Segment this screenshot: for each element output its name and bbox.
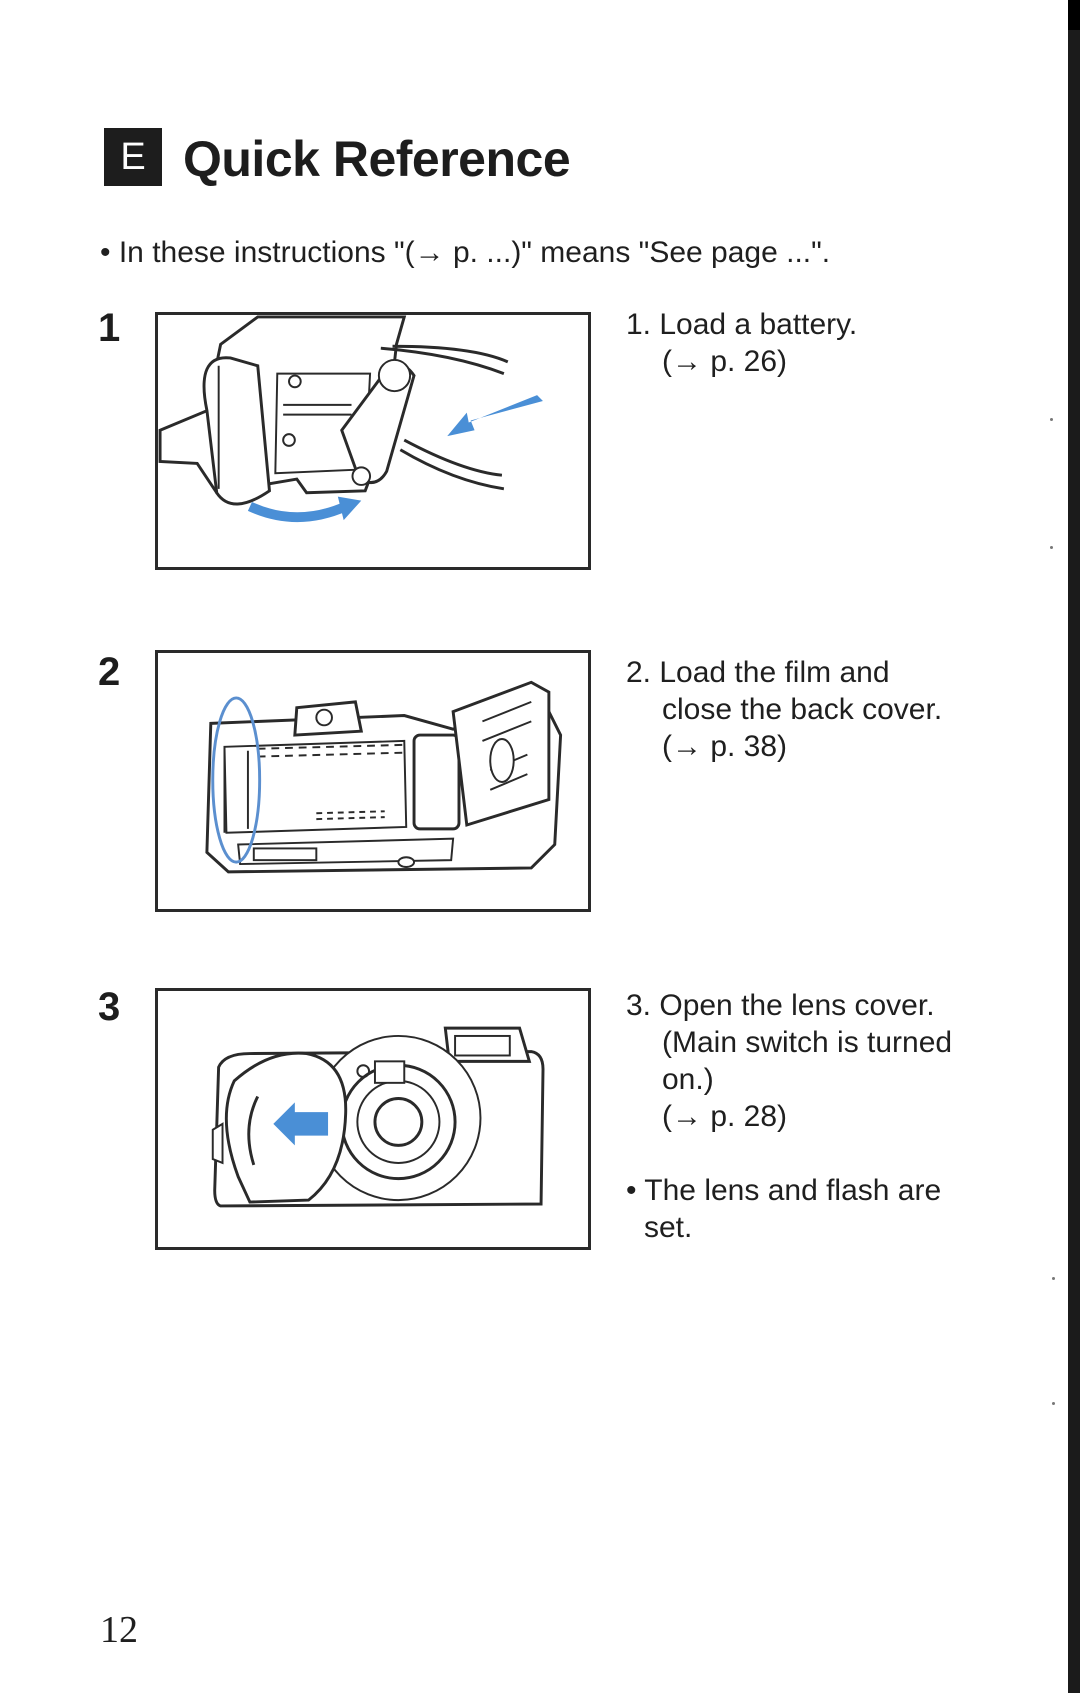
edge-mark — [1052, 1402, 1055, 1405]
film-loading-illustration — [155, 650, 591, 912]
step-3-number: 3 — [98, 985, 121, 1029]
step-3-note: • The lens and flash are set. — [626, 1172, 1016, 1246]
step-2-text: 2. Load the film and close the back cove… — [626, 654, 1016, 765]
step-2-number: 2 — [98, 650, 121, 694]
step-3-note-line-2: set. — [644, 1211, 693, 1244]
step-1-title: 1. Load a battery. — [626, 308, 858, 341]
step-3-title: 3. Open the lens cover. — [626, 989, 935, 1022]
step-3-note-line-1: • The lens and flash are — [626, 1174, 942, 1207]
step-2-title: 2. Load the film and — [626, 656, 890, 689]
step-2-subtitle: close the back cover. — [662, 693, 943, 726]
step-1-number: 1 — [98, 306, 121, 350]
step-2-page-ref: (→ p. 38) — [662, 730, 788, 763]
step-3-subtitle-cont: on.) — [662, 1063, 714, 1096]
page-title: Quick Reference — [183, 131, 571, 187]
page-edge-bar — [1068, 0, 1080, 1693]
edge-mark — [1050, 546, 1053, 549]
edge-mark — [1052, 1277, 1055, 1280]
page-number: 12 — [100, 1609, 138, 1651]
intro-note: • In these instructions "(→ p. ...)" mea… — [100, 236, 831, 269]
step-3-page-ref: (→ p. 28) — [662, 1100, 788, 1133]
step-1-page-ref: (→ p. 26) — [662, 345, 788, 378]
lens-cover-illustration — [155, 988, 591, 1250]
page-edge-notch — [1068, 0, 1080, 30]
step-3-subtitle: (Main switch is turned — [662, 1026, 953, 1059]
battery-loading-illustration — [155, 312, 591, 570]
section-badge: E — [104, 128, 162, 186]
step-1-text: 1. Load a battery. (→ p. 26) — [626, 306, 1016, 380]
edge-mark — [1050, 418, 1053, 421]
step-3-text: 3. Open the lens cover. (Main switch is … — [626, 987, 1016, 1135]
